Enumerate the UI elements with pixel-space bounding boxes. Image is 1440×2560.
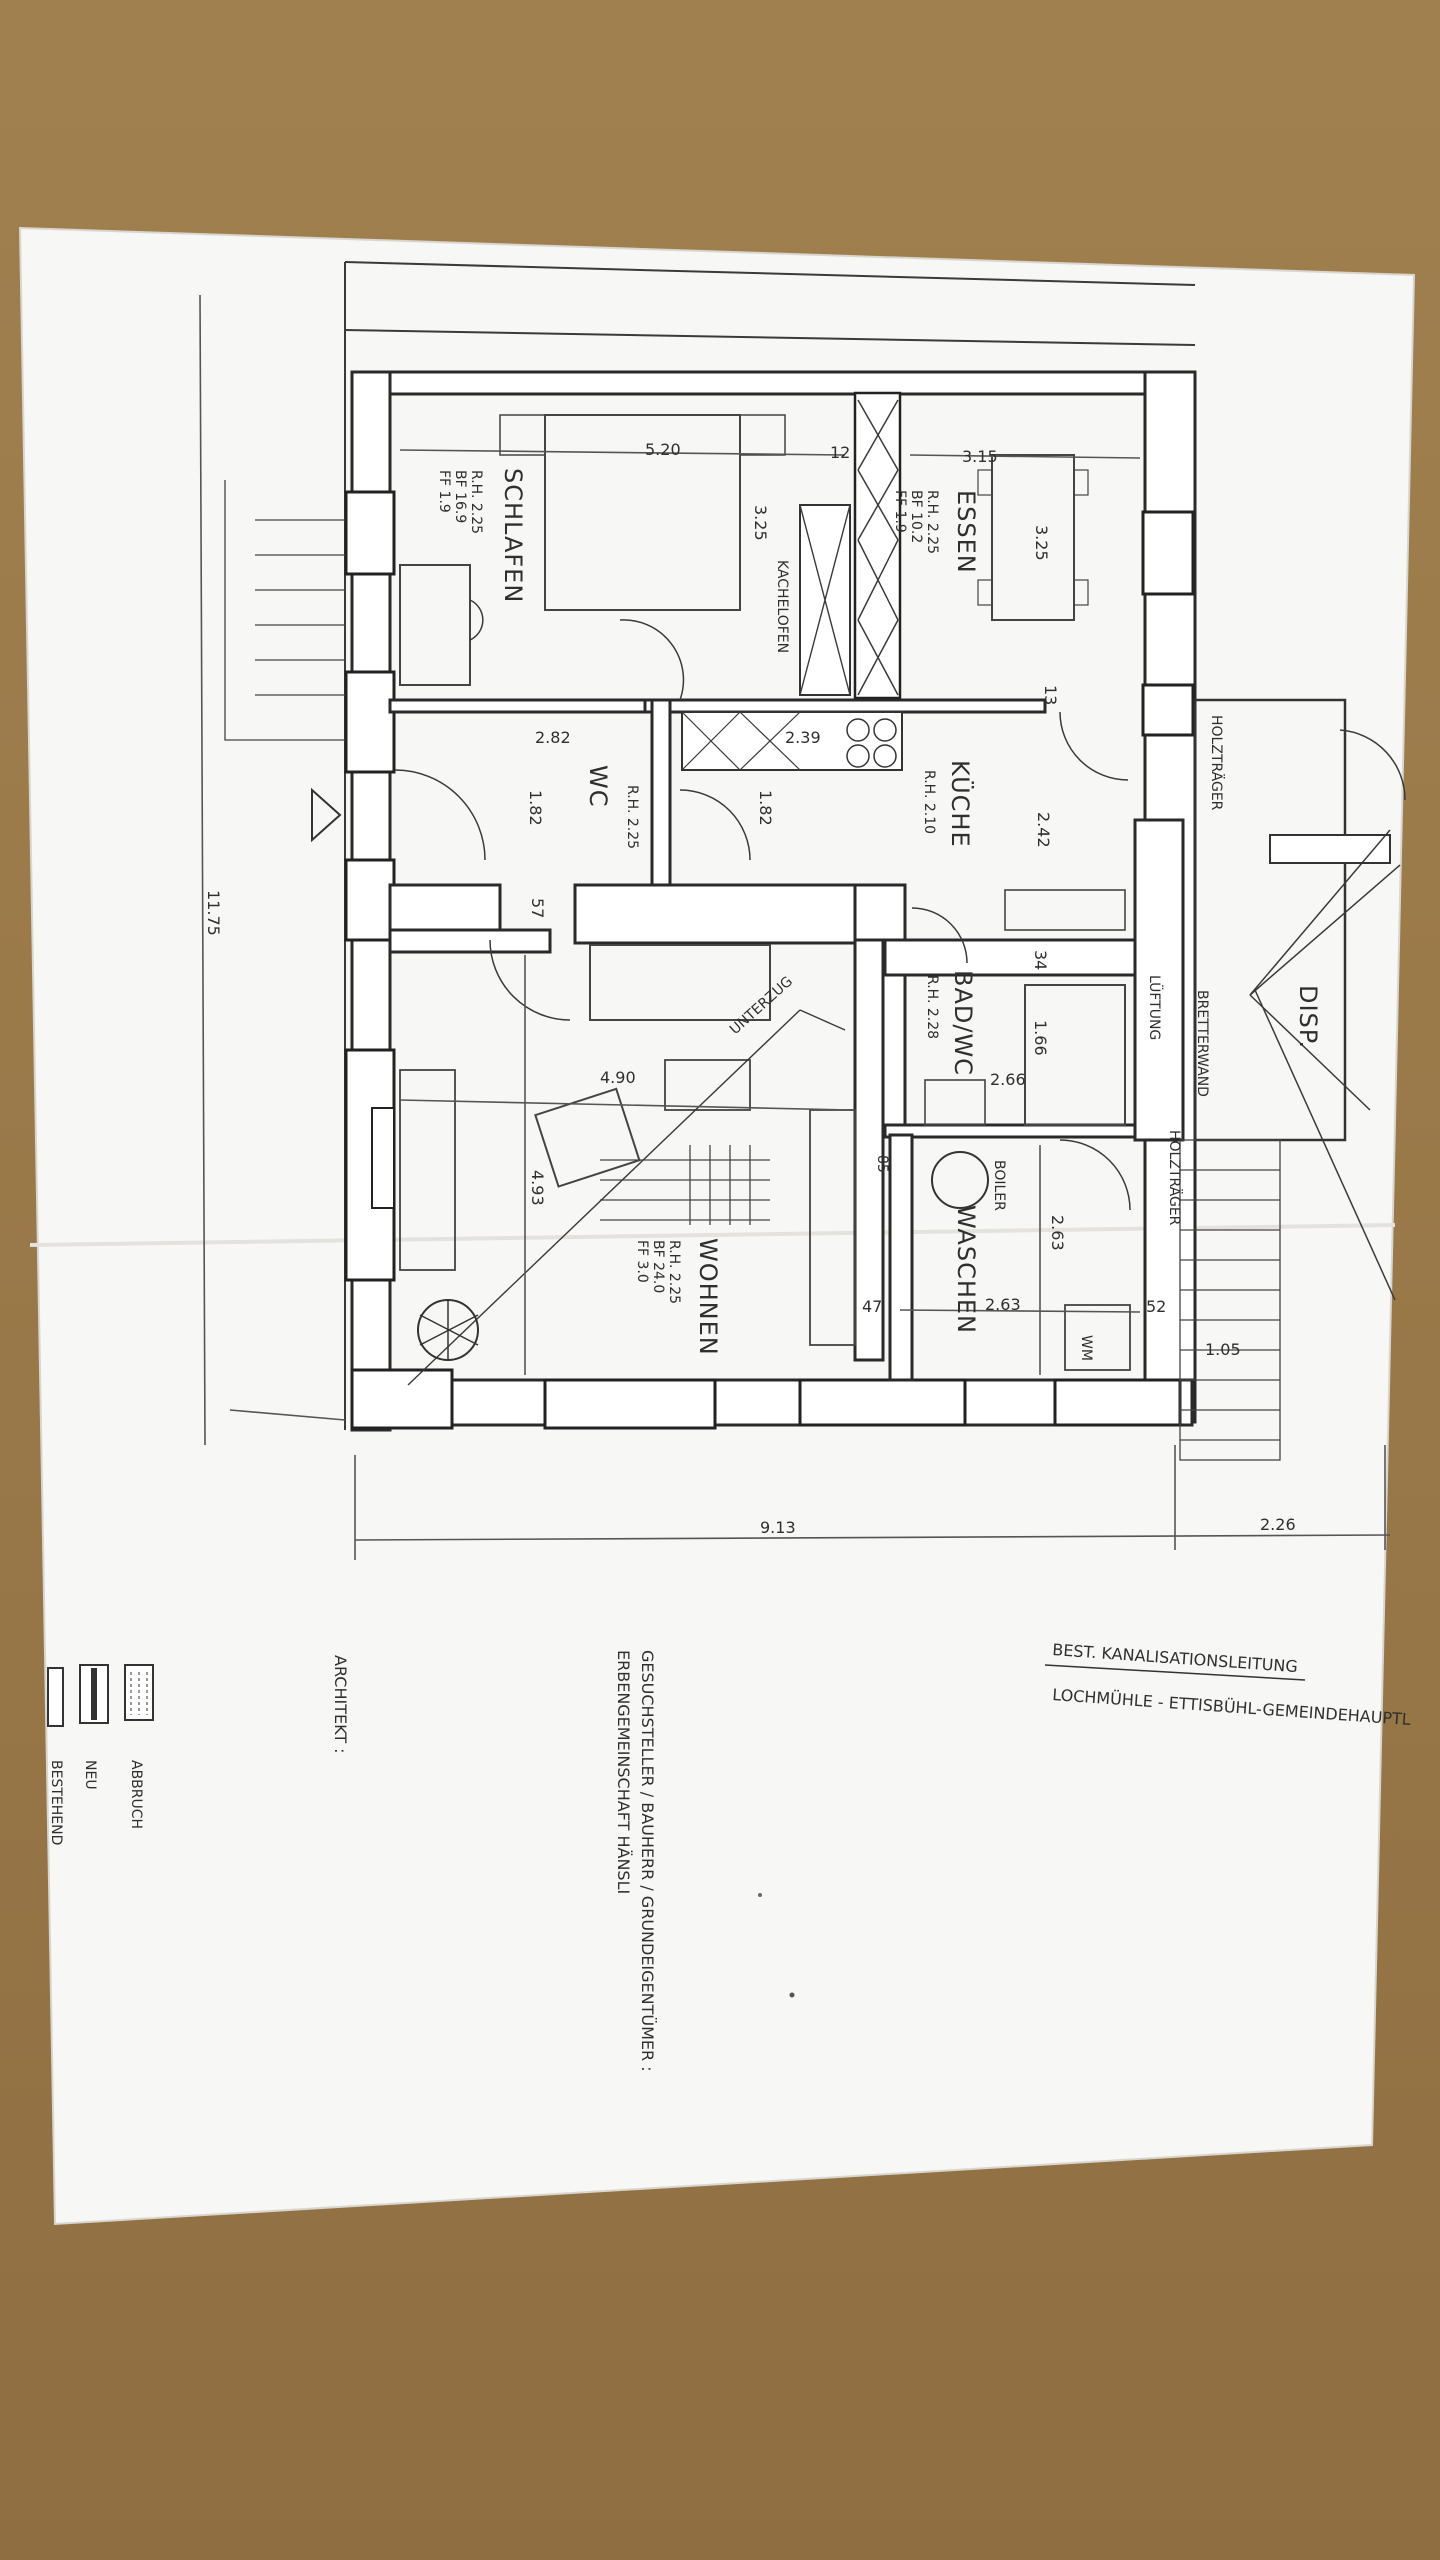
- plan-drawing: [199, 261, 1406, 1560]
- label-holztraeger-2: HOLZTRÄGER: [1166, 1130, 1184, 1226]
- room-kueche-info: R.H. 2.10: [921, 770, 937, 834]
- label-kachelofen: KACHELOFEN: [774, 560, 790, 653]
- wall-top: [388, 370, 1197, 396]
- dim-k-239: 2.39: [785, 728, 821, 747]
- room-schlafen-info-3: FF 1.9: [436, 470, 452, 513]
- room-essen-info-3: FF 1.9: [892, 490, 908, 533]
- dim-wohnen-h: 4.93: [528, 1170, 547, 1206]
- room-schlafen-info-2: BF 16.9: [452, 470, 468, 523]
- dim-waschen-w: 2.63: [985, 1295, 1021, 1314]
- dim-waschen-h: 2.63: [1048, 1215, 1067, 1251]
- dim-annex-w: 2.26: [1260, 1515, 1296, 1534]
- dim-bad-266: 2.66: [990, 1070, 1026, 1089]
- room-wohnen-info-3: FF 3.0: [634, 1240, 650, 1283]
- legend-box-bestehend: [47, 1667, 64, 1727]
- dim-essen-h: 3.25: [1032, 525, 1051, 561]
- dim-k-242: 2.42: [1034, 812, 1053, 848]
- dim-85: 85: [874, 1155, 890, 1173]
- dim-wohnen-w: 4.90: [600, 1068, 636, 1087]
- dim-12: 12: [830, 443, 850, 462]
- dim-57: 57: [528, 898, 547, 918]
- label-wm: WM: [1078, 1335, 1094, 1361]
- dim-105: 1.05: [1205, 1340, 1241, 1359]
- room-essen: ESSEN: [952, 490, 980, 574]
- room-schlafen-info-1: R.H. 2.25: [468, 470, 484, 534]
- room-wc-info: R.H. 2.25: [624, 785, 640, 849]
- dim-wc-w: 2.82: [535, 728, 571, 747]
- label-lueftung: LÜFTUNG: [1146, 975, 1164, 1040]
- room-essen-info-2: BF 10.2: [908, 490, 924, 543]
- dim-wc-h: 1.82: [526, 790, 545, 826]
- legend-bestehend: BESTEHEND: [48, 1760, 64, 1845]
- erbengemeinschaft: ERBENGEMEINSCHAFT HÄNSLI: [614, 1650, 633, 1894]
- room-essen-info-1: R.H. 2.25: [924, 490, 940, 554]
- label-bretterwand: BRETTERWAND: [1194, 990, 1210, 1097]
- gesuchsteller: GESUCHSTELLER / BAUHERR / GRUNDEIGENTÜME…: [638, 1650, 657, 2072]
- dim-52: 52: [1146, 1297, 1166, 1316]
- room-wohnen-info-1: R.H. 2.25: [666, 1240, 682, 1304]
- label-holztraeger: HOLZTRÄGER: [1208, 715, 1226, 811]
- legend-abbruch: ABBRUCH: [128, 1760, 144, 1829]
- room-kueche: KÜCHE: [946, 760, 975, 848]
- dim-k-182: 1.82: [756, 790, 775, 826]
- room-bad-info: R.H. 2.28: [924, 975, 940, 1039]
- dim-schlafen-h: 3.25: [751, 505, 770, 541]
- architekt: ARCHITEKT :: [331, 1655, 350, 1754]
- room-wohnen-info-2: BF 24.0: [650, 1240, 666, 1293]
- room-waschen: WASCHEN: [952, 1205, 980, 1334]
- dim-34: 34: [1031, 950, 1050, 970]
- room-wc: WC: [584, 765, 612, 808]
- dim-47: 47: [862, 1297, 882, 1316]
- dim-total-h: 11.75: [204, 890, 223, 936]
- room-wohnen: WOHNEN: [694, 1238, 722, 1356]
- room-bad: BAD/WC: [949, 970, 977, 1076]
- label-boiler: BOILER: [991, 1160, 1007, 1211]
- dim-bad-166: 1.66: [1031, 1020, 1050, 1056]
- legend-neu: NEU: [82, 1760, 98, 1790]
- room-schlafen: SCHLAFEN: [499, 468, 527, 603]
- dim-essen-w: 3.15: [962, 447, 998, 466]
- dim-13: 13: [1041, 685, 1060, 705]
- room-disp: DISP.: [1294, 985, 1322, 1049]
- dim-schlafen-w: 5.20: [645, 440, 681, 459]
- dim-total-w: 9.13: [760, 1518, 796, 1537]
